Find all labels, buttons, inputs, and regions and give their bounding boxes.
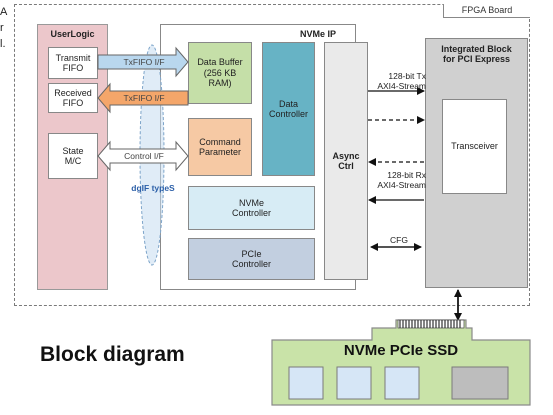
txfifo-rx-label: TxFIFO I/F [123, 93, 165, 103]
transceiver: Transceiver [442, 99, 507, 194]
cropped-text-line-2: r [0, 22, 4, 34]
ssd-flash-chip [288, 366, 324, 400]
fpga-board-label: FPGA Board [443, 4, 530, 18]
ssd-controller-chip [451, 366, 509, 400]
ssd-label: NVMe PCIe SSD [343, 342, 459, 359]
ssd-edge-connector [397, 319, 465, 329]
txfifo-rx-arrow [97, 82, 189, 114]
dgif-label: dgIF typeS [131, 183, 175, 193]
txfifo-tx-arrow [97, 46, 189, 78]
cfg-label: CFG [390, 235, 408, 245]
fpga-board-boundary [14, 4, 530, 306]
userlogic-title: UserLogic [50, 29, 95, 39]
control-if-label: Control I/F [124, 151, 164, 161]
command-parameter: Command Parameter [188, 118, 252, 176]
ssd-flash-chip [336, 366, 372, 400]
transmit-fifo: Transmit FIFO [48, 47, 98, 79]
nvme-controller: NVMe Controller [188, 186, 315, 230]
pcie-controller: PCIe Controller [188, 238, 315, 280]
async-ctrl: Async Ctrl [324, 42, 368, 280]
txfifo-tx-label: TxFIFO I/F [123, 57, 165, 67]
cropped-text-line-1: A [0, 6, 8, 18]
control-if-arrow [97, 140, 189, 172]
data-controller: Data Controller [262, 42, 315, 176]
diagram-caption: Block diagram [40, 343, 185, 366]
pcie-integrated-block-title: Integrated Block for PCI Express [441, 44, 512, 65]
cropped-text-fragment: A r l. [0, 4, 12, 52]
data-buffer: Data Buffer (256 KB RAM) [188, 42, 252, 104]
nvme-ip-title: NVMe IP [300, 29, 337, 39]
rx-bus-label: 128-bit Rx AXI4-Stream [377, 170, 426, 190]
tx-bus-label: 128-bit Tx AXI4-Stream [377, 71, 426, 91]
cropped-text-line-3: l. [0, 38, 6, 50]
ssd-flash-chip [384, 366, 420, 400]
